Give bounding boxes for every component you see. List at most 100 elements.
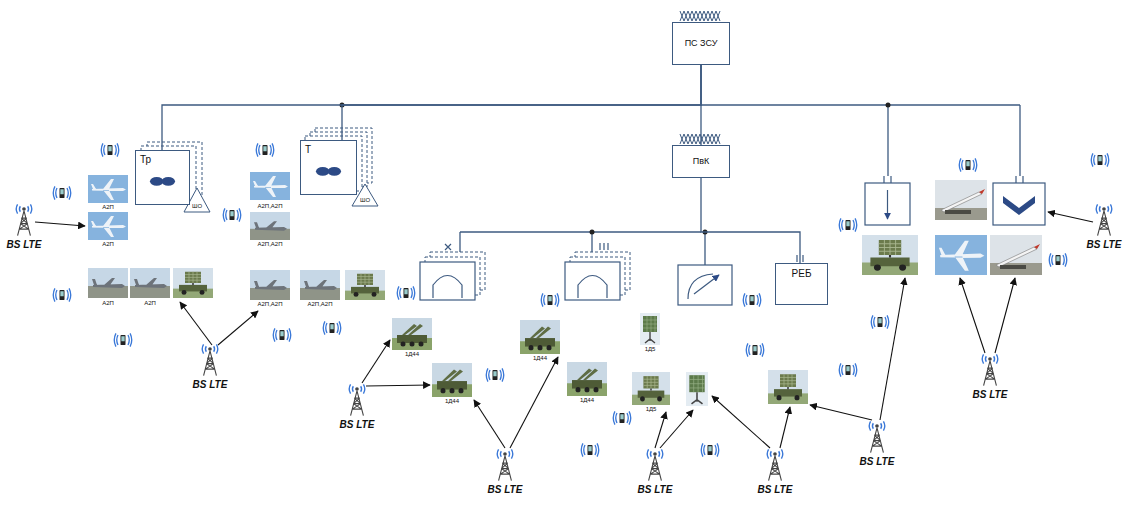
equipment-code: 1Д44	[444, 398, 460, 404]
equipment-photo	[632, 372, 670, 405]
equipment-photo	[862, 235, 918, 275]
unit-label: Тр	[140, 154, 151, 165]
equipment-photo	[768, 370, 808, 404]
mobile-terminal	[53, 143, 1109, 456]
stacked-unit-shadow	[141, 128, 630, 295]
aircraft-symbol	[150, 177, 163, 186]
radar-box	[678, 265, 732, 305]
unit-label: РЕБ	[792, 268, 812, 279]
mobile-terminal	[959, 158, 977, 171]
sam-box	[600, 243, 608, 250]
mobile-terminal	[746, 343, 764, 356]
mobile-terminal	[486, 368, 504, 381]
equipment-photo	[990, 235, 1042, 275]
unit-box: ПвК	[672, 145, 730, 178]
radio-link-arrow	[960, 278, 985, 353]
equipment-code: 1Д5	[645, 406, 658, 412]
lte-tower	[647, 449, 663, 480]
unit-box: ПС ЗСУ	[672, 22, 730, 65]
lte-tower	[767, 449, 783, 480]
mobile-terminal	[839, 363, 857, 376]
equipment-code: ШО	[359, 197, 371, 203]
unit-label: Т	[305, 144, 311, 155]
mobile-terminal	[114, 333, 132, 346]
mobile-terminal	[101, 143, 119, 156]
mobile-terminal	[323, 321, 341, 334]
equipment-code: 1Д5	[644, 346, 657, 352]
sam-box	[420, 262, 475, 300]
equipment-photo	[88, 212, 128, 240]
mobile-terminal	[701, 443, 719, 456]
equipment-photo	[300, 270, 340, 300]
equipment-photo	[935, 180, 987, 220]
equipment-photo	[392, 318, 432, 350]
aircraft-symbol	[162, 177, 175, 186]
station-label: BS LTE	[339, 420, 376, 430]
equipment-photo	[130, 268, 170, 298]
station-label: BS LTE	[487, 485, 524, 495]
command-box	[1016, 176, 1023, 183]
radio-link-arrow	[780, 407, 790, 448]
equipment-photo	[686, 372, 708, 406]
radio-link-arrow	[880, 278, 905, 420]
equipment-code: А2П,А2П	[257, 203, 284, 209]
command-box	[887, 190, 888, 219]
sam-box	[445, 244, 451, 250]
unit-box: Т	[300, 140, 357, 195]
mobile-terminal	[871, 315, 889, 328]
antenna-hatch	[680, 11, 720, 21]
unit-label: ПвК	[693, 157, 710, 167]
aircraft-symbol	[328, 167, 342, 176]
equipment-photo	[640, 313, 660, 345]
equipment-photo	[520, 320, 560, 354]
radio-link-arrow	[995, 278, 1015, 353]
equipment-photo	[173, 268, 213, 298]
bus-wire	[591, 232, 592, 252]
sam-box	[578, 276, 607, 299]
mobile-terminal	[1091, 153, 1109, 166]
lte-tower	[1096, 204, 1112, 235]
junction-dot	[590, 230, 595, 235]
station-label: BS LTE	[192, 380, 229, 390]
link-line	[342, 65, 701, 140]
equipment-code: ШО	[191, 203, 203, 209]
bus-wire	[1019, 105, 1020, 176]
equipment-code: А2П	[101, 300, 115, 306]
mobile-terminal	[53, 186, 71, 199]
station-label: BS LTE	[6, 240, 43, 250]
bus-wire	[701, 104, 1020, 105]
antenna-hatch	[680, 11, 720, 21]
equipment-photo	[88, 268, 128, 298]
link-line	[162, 65, 701, 150]
aircraft-symbol	[316, 167, 330, 176]
lte-tower	[497, 449, 513, 480]
radio-link-arrow	[660, 410, 693, 448]
junction-dot	[886, 103, 891, 108]
sam-box	[433, 276, 462, 299]
mobile-terminal	[581, 443, 599, 456]
radio-link-arrow	[712, 396, 770, 448]
radar-box	[694, 275, 719, 294]
equipment-photo	[88, 175, 128, 203]
radio-link-arrow	[35, 222, 85, 226]
station-label: BS LTE	[757, 485, 794, 495]
equipment-code: 1Д44	[404, 351, 420, 357]
mobile-terminal	[1049, 253, 1067, 266]
station-label: BS LTE	[859, 457, 896, 467]
equipment-code: А2П,А2П	[257, 301, 284, 307]
equipment-code: А2П	[101, 204, 115, 210]
radio-link-arrow	[180, 302, 212, 345]
junction-dot	[340, 103, 891, 235]
command-box	[1003, 196, 1035, 215]
lte-tower	[869, 421, 885, 452]
radar-box	[688, 274, 713, 299]
equipment-photo	[250, 212, 290, 240]
radio-link-arrow	[1048, 212, 1093, 222]
lte-tower	[202, 344, 218, 375]
unit-box: Тр	[135, 150, 190, 205]
radio-link-arrow	[35, 212, 1093, 448]
station-label: BS LTE	[637, 485, 674, 495]
